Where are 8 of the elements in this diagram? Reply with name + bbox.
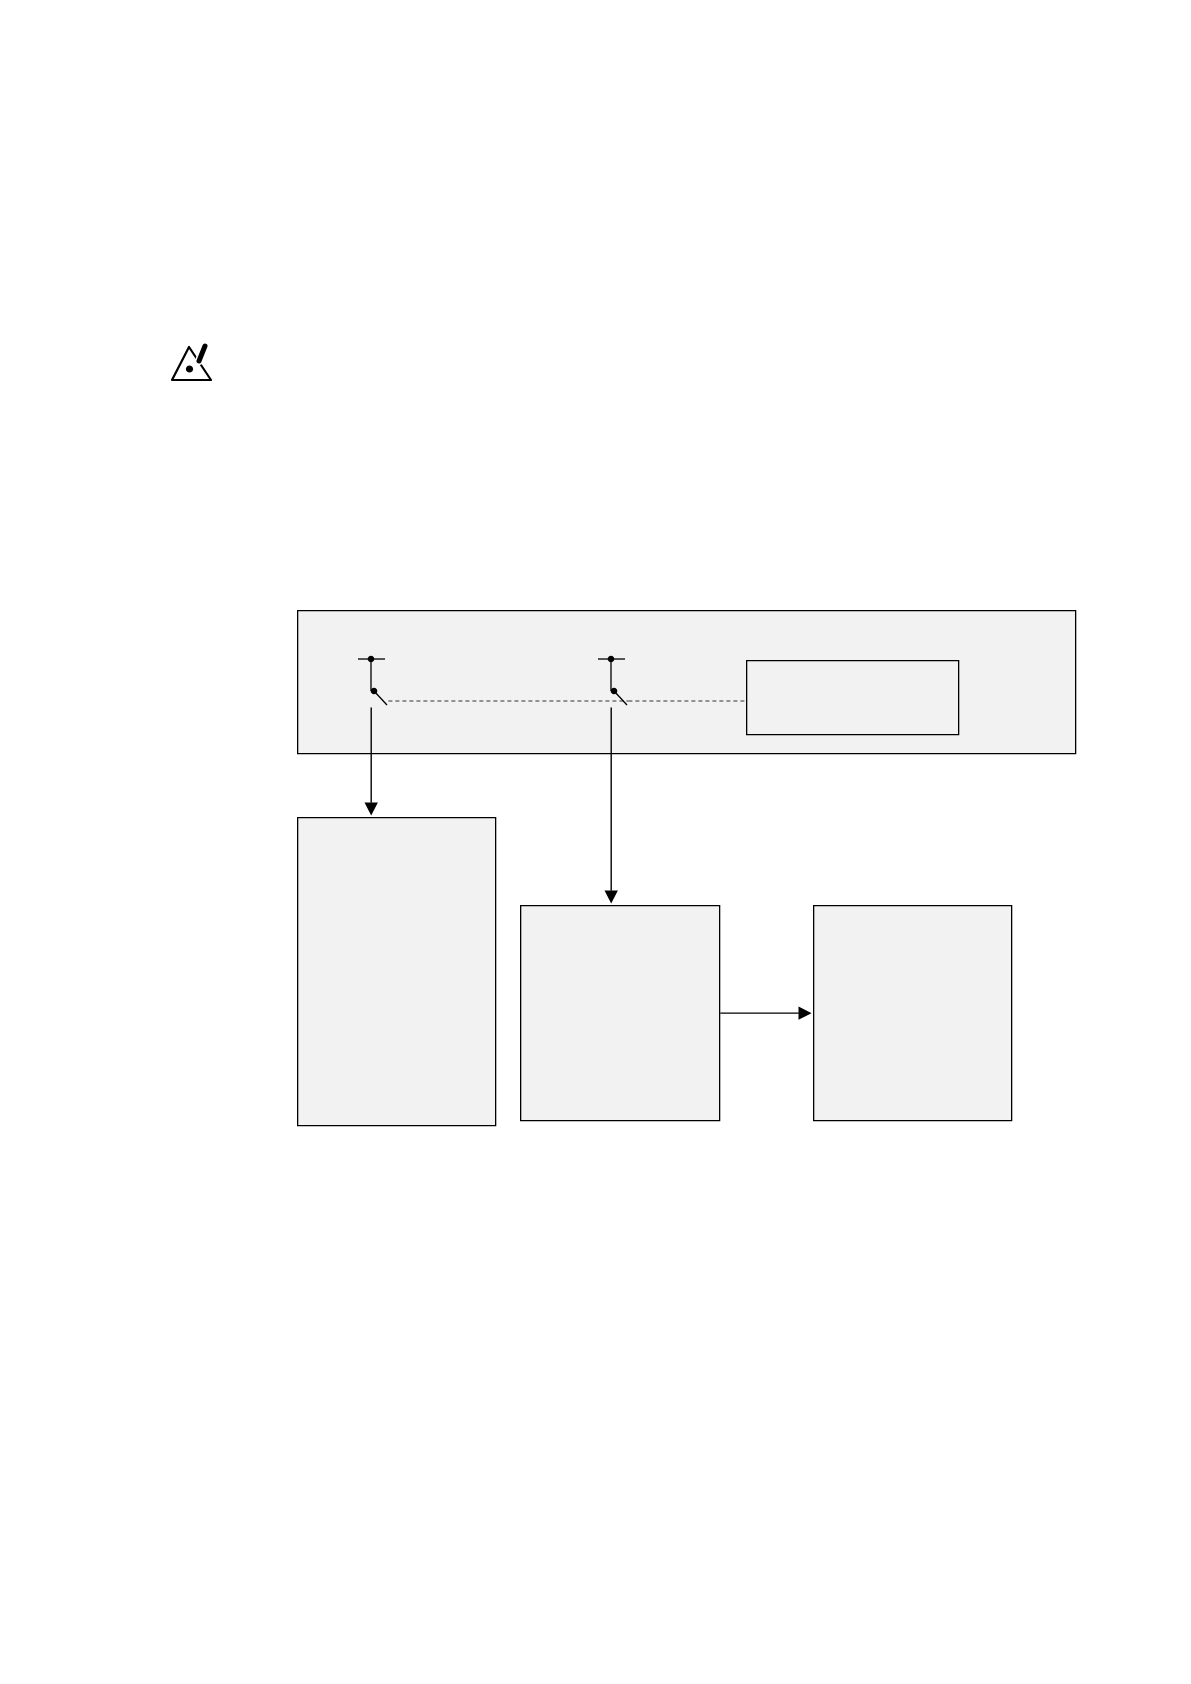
process-box — [520, 905, 721, 1122]
process-box — [297, 817, 497, 1127]
process-box — [813, 905, 1013, 1122]
dashed-line — [388, 700, 629, 702]
switch-symbol — [357, 655, 388, 706]
switch-symbol — [597, 655, 628, 706]
process-box — [746, 660, 960, 736]
dashed-line — [628, 700, 747, 702]
